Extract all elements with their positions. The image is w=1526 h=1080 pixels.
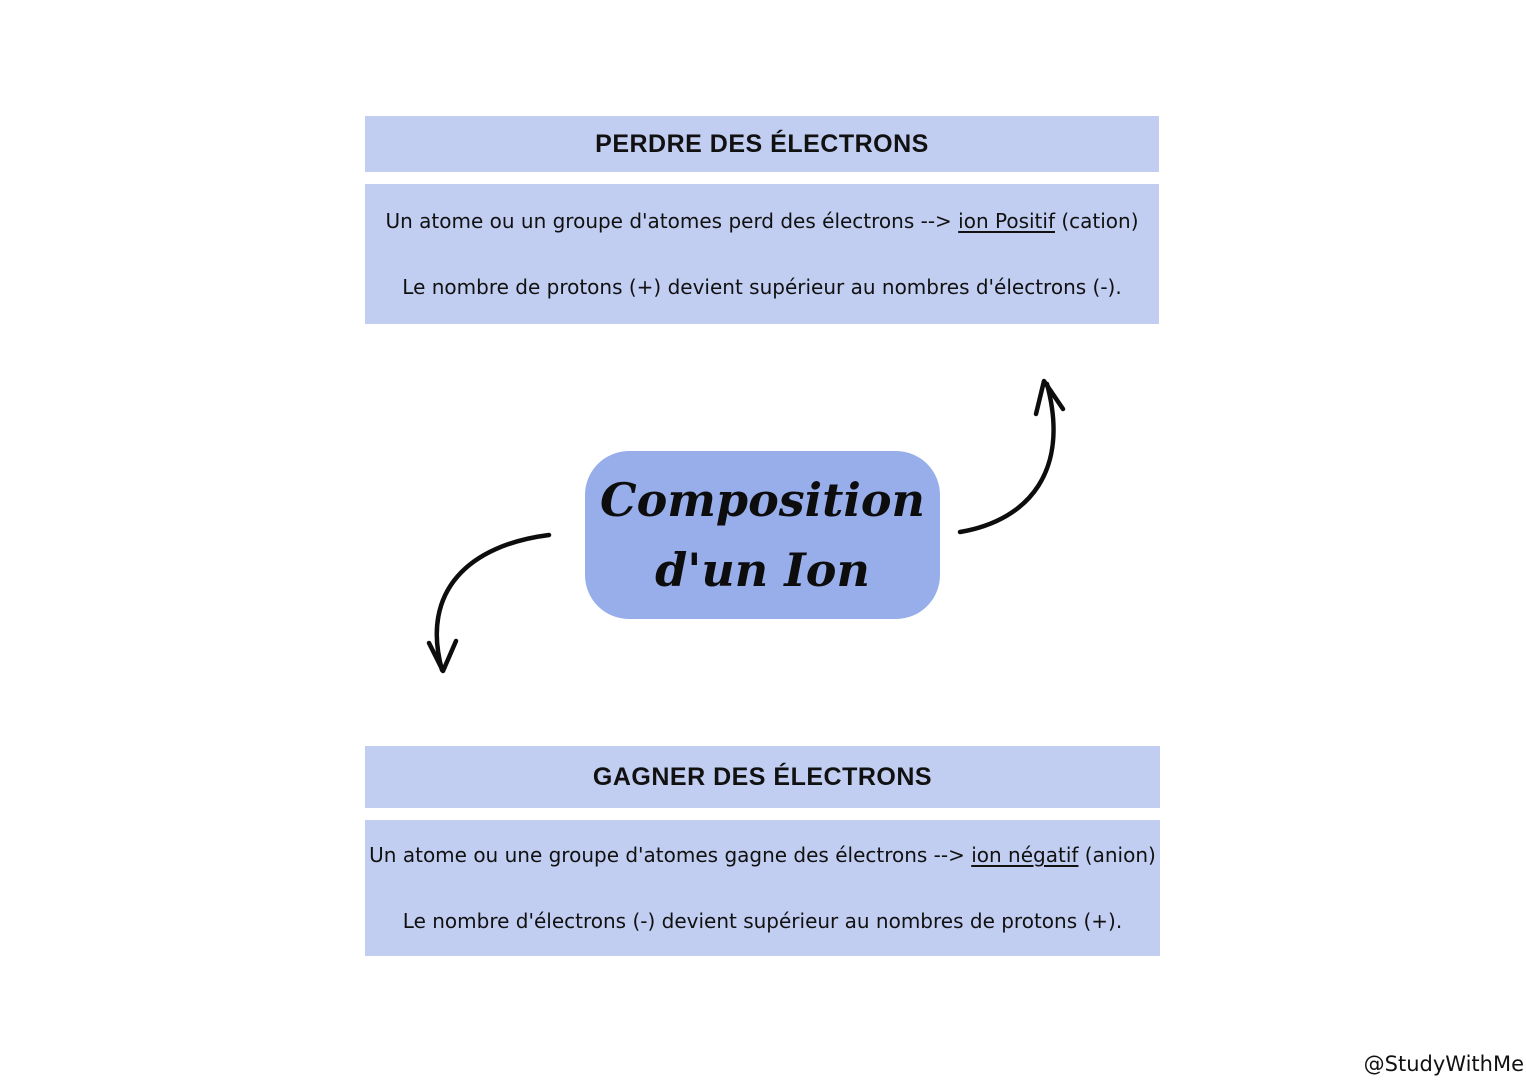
- gain-electrons-line-1-text: Un atome ou une groupe d'atomes gagne de…: [369, 843, 972, 867]
- arrow-to-top-section: [957, 381, 1056, 535]
- lose-electrons-line-1: Un atome ou un groupe d'atomes perd des …: [385, 209, 1138, 233]
- lose-electrons-line-2: Le nombre de protons (+) devient supérie…: [402, 275, 1122, 299]
- lose-electrons-header: PERDRE DES ÉLECTRONS: [365, 116, 1159, 172]
- cation-label: (cation): [1055, 209, 1139, 233]
- central-topic-node: Composition d'un Ion: [585, 451, 940, 619]
- negative-ion-term: ion négatif: [971, 843, 1079, 867]
- central-topic-line-1: Composition: [599, 473, 926, 527]
- lose-electrons-description: Un atome ou un groupe d'atomes perd des …: [365, 184, 1159, 324]
- arrow-head-top: [1033, 378, 1066, 417]
- lose-electrons-title: PERDRE DES ÉLECTRONS: [595, 129, 929, 158]
- gain-electrons-title: GAGNER DES ÉLECTRONS: [592, 762, 933, 791]
- gain-electrons-header: GAGNER DES ÉLECTRONS: [365, 746, 1160, 808]
- author-credit: @StudyWithMe: [1363, 1052, 1524, 1076]
- arrow-head-bottom: [426, 638, 459, 674]
- lose-electrons-line-1-text: Un atome ou un groupe d'atomes perd des …: [385, 209, 959, 233]
- gain-electrons-line-2: Le nombre d'électrons (-) devient supéri…: [402, 909, 1123, 933]
- anion-label: (anion): [1078, 843, 1156, 867]
- arrow-to-bottom-section: [434, 532, 552, 673]
- positive-ion-term: ion Positif: [958, 209, 1055, 233]
- gain-electrons-description: Un atome ou une groupe d'atomes gagne de…: [365, 820, 1160, 956]
- central-topic-line-2: d'un Ion: [655, 543, 870, 597]
- gain-electrons-line-1: Un atome ou une groupe d'atomes gagne de…: [369, 843, 1156, 867]
